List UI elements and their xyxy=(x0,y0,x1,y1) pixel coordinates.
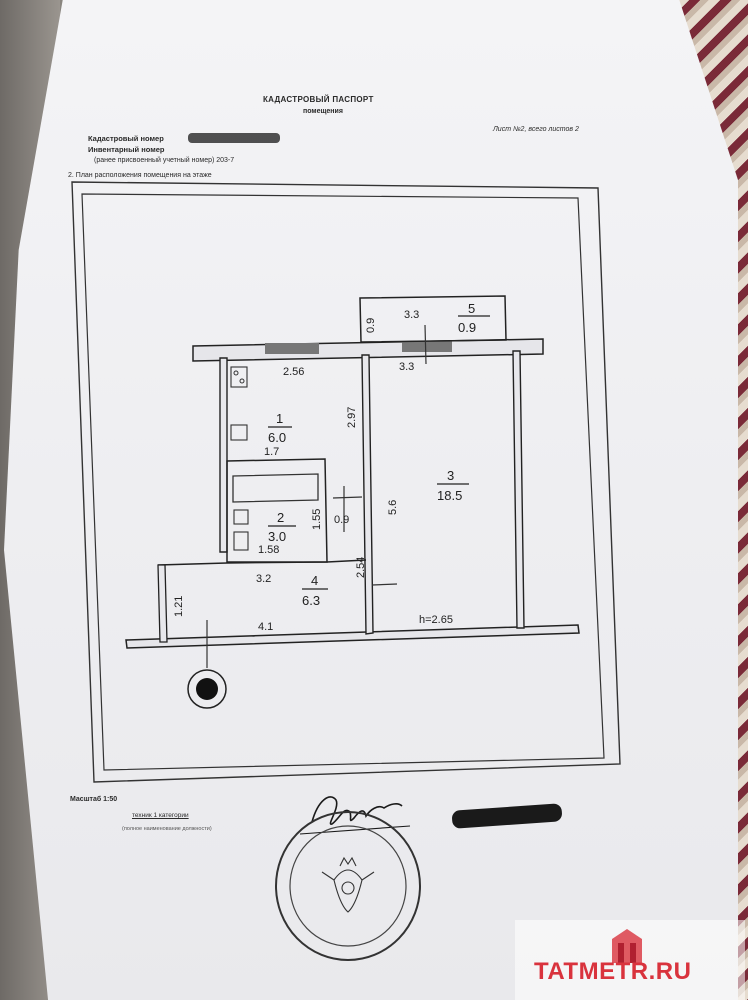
dim-room-width: 3.3 xyxy=(399,361,414,373)
room-3-number: 3 xyxy=(447,468,454,483)
kitchen-sink-icon xyxy=(230,424,248,441)
dim-bath-width: 1.58 xyxy=(258,544,279,556)
inventory-number-label: Инвентарный номер xyxy=(88,145,165,154)
dim-kitchen-partial: 1.7 xyxy=(264,446,279,458)
dim-bath-corridor: 0.9 xyxy=(334,514,349,526)
window-1 xyxy=(265,343,319,354)
section-heading: 2. План расположения помещения на этаже xyxy=(68,172,212,179)
signature xyxy=(311,796,403,825)
ceiling-height: h=2.65 xyxy=(419,614,453,626)
right-wall xyxy=(512,350,525,629)
room-1-area: 6.0 xyxy=(268,430,286,445)
room-1-number: 1 xyxy=(276,411,283,426)
dim-kitchen-width: 2.56 xyxy=(283,366,304,378)
scale-label: Масштаб 1:50 xyxy=(70,796,118,803)
entrance-dot-icon xyxy=(196,678,218,700)
partition-wall xyxy=(361,354,374,635)
position-note: (полное наименование должности) xyxy=(122,826,212,832)
room-4-number: 4 xyxy=(311,573,318,588)
room-3-area: 18.5 xyxy=(437,488,462,503)
watermark-text: TATMETR.RU xyxy=(534,958,692,985)
document-title: КАДАСТРОВЫЙ ПАСПОРТ xyxy=(263,95,374,104)
dim-hall-depth: 2.54 xyxy=(355,557,367,578)
sink-icon xyxy=(233,509,249,525)
dim-hall-length: 4.1 xyxy=(258,621,273,633)
watermark-logo-icon xyxy=(612,929,642,963)
dim-room-length: 5.6 xyxy=(387,500,399,515)
room-5-area: 0.9 xyxy=(458,320,476,335)
entrance-circle-icon xyxy=(187,669,227,709)
previous-number: (ранее присвоенный учетный номер) 203-7 xyxy=(94,157,235,164)
stove-icon xyxy=(230,366,248,388)
dim-balcony-width: 3.3 xyxy=(404,309,419,321)
plan-frame-outer xyxy=(71,181,621,783)
position-title: техник 1 категории xyxy=(132,812,189,819)
cadastral-number-label: Кадастровый номер xyxy=(88,134,164,143)
room-5-number: 5 xyxy=(468,301,475,316)
room-2-area: 3.0 xyxy=(268,529,286,544)
redaction-cadastral xyxy=(188,133,280,143)
dim-balcony-depth: 0.9 xyxy=(365,318,377,333)
bathtub-icon xyxy=(232,473,319,503)
dim-entry-depth: 1.21 xyxy=(173,596,185,617)
plan-frame-inner xyxy=(81,193,605,771)
dim-hall-width: 3.2 xyxy=(256,573,271,585)
dim-kitchen-length: 2.97 xyxy=(346,407,358,428)
balcony xyxy=(359,295,507,343)
coat-of-arms-icon xyxy=(321,856,375,913)
hallway-left-wall xyxy=(157,564,168,643)
dim-bath-length: 1.55 xyxy=(311,509,323,530)
kitchen-left-wall xyxy=(219,357,228,553)
toilet-icon xyxy=(233,531,249,551)
hallway-top-wall xyxy=(157,559,367,566)
room-2-number: 2 xyxy=(277,510,284,525)
stamp-seal xyxy=(275,811,421,961)
room-4-area: 6.3 xyxy=(302,593,320,608)
window-2 xyxy=(402,341,452,352)
bottom-wall xyxy=(125,624,580,649)
sheet-info: Лист №2, всего листов 2 xyxy=(493,126,579,133)
document-subtitle: помещения xyxy=(303,108,343,115)
